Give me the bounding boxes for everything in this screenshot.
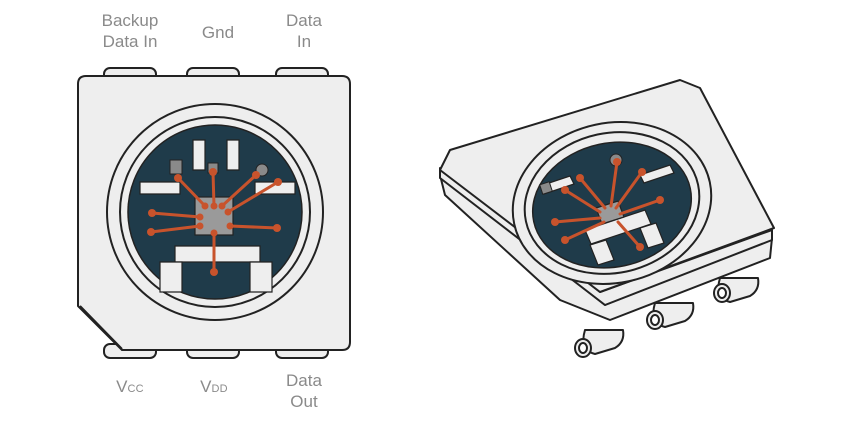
pin-label-data-in: Data In (286, 11, 322, 51)
led-chip-isometric-view (439, 79, 775, 358)
pin-label-gnd: Gnd (201, 23, 235, 42)
pin-label-vdd: VDD (200, 377, 228, 396)
pin-label-backup-data-in: Backup Data In (101, 11, 159, 51)
led-chip-top-view (77, 67, 351, 359)
pin-label-vcc: VCC (116, 377, 144, 396)
pin-label-data-out: Data Out (286, 371, 322, 411)
